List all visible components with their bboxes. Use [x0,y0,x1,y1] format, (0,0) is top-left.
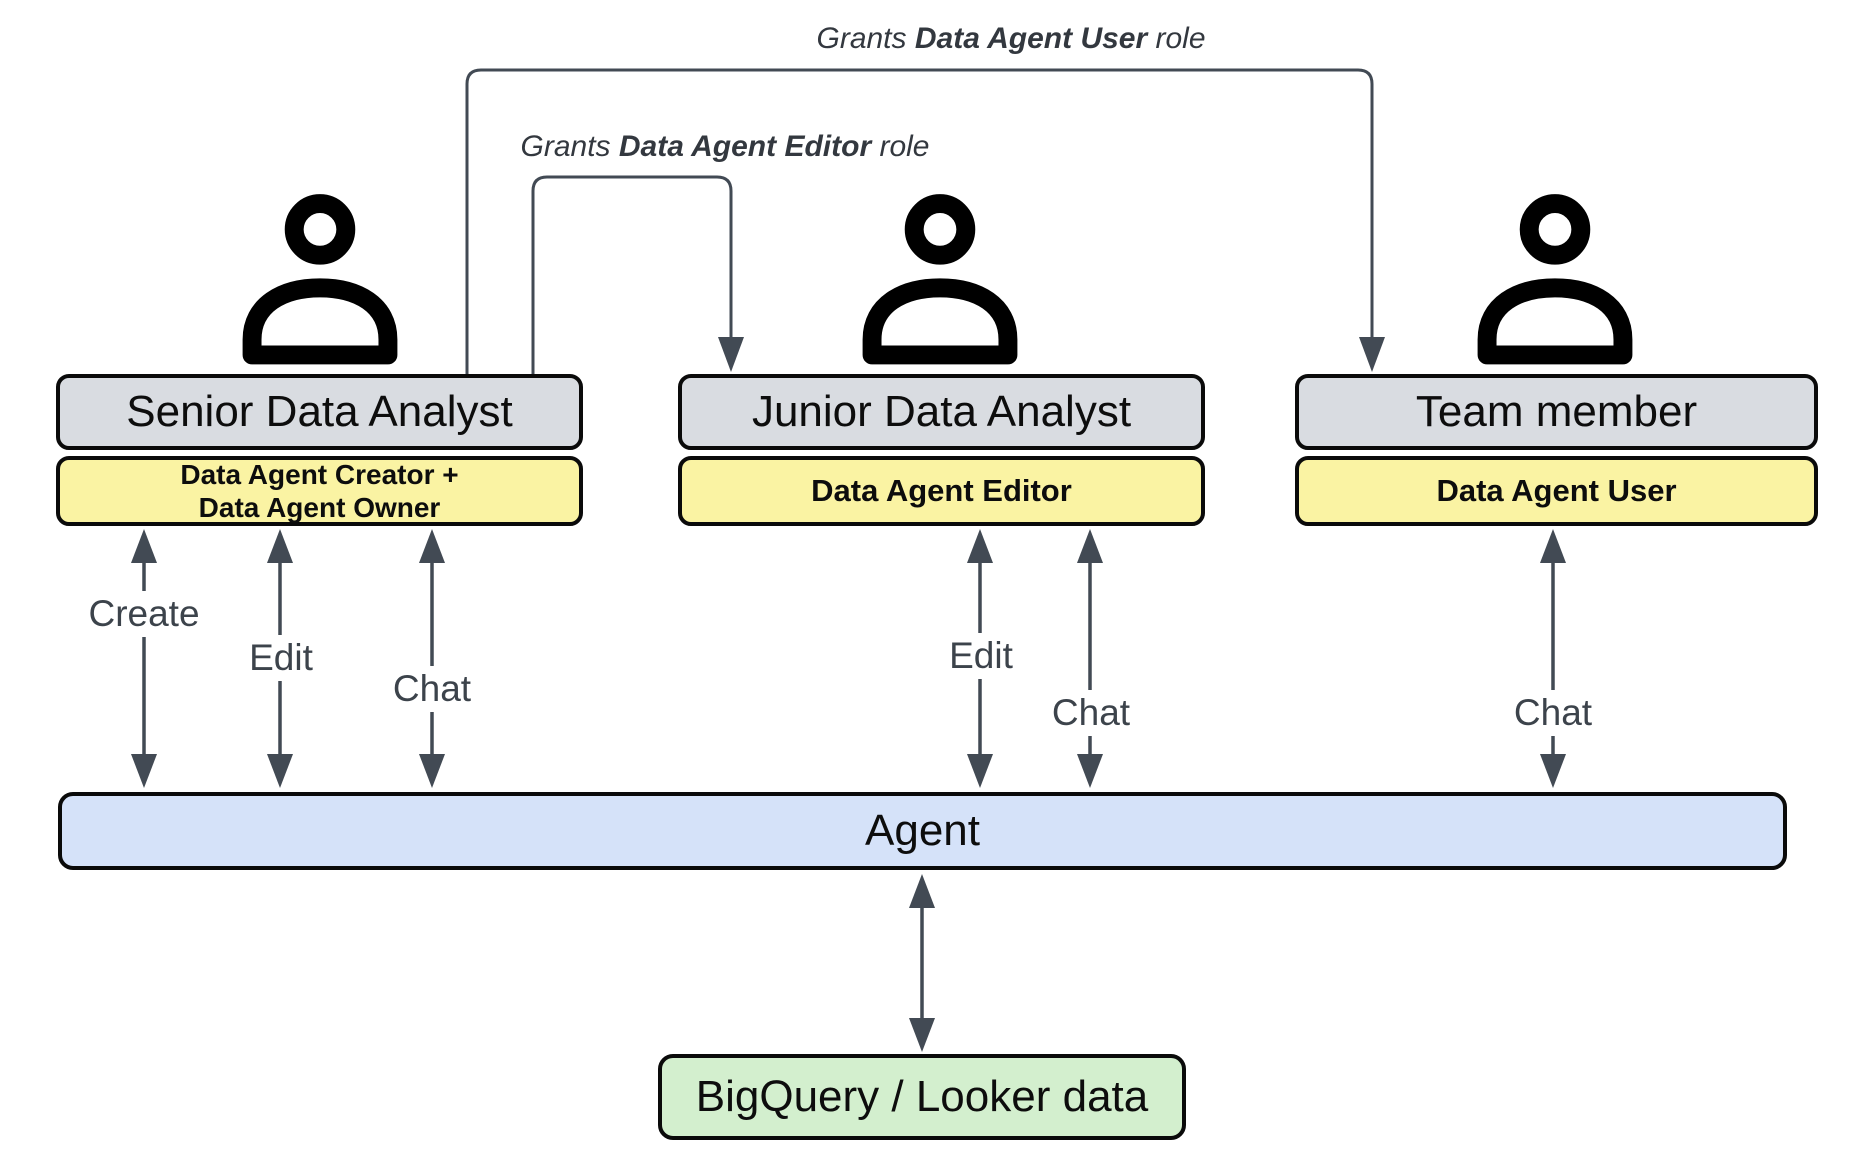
team-title-box: Team member [1295,374,1818,450]
junior-title: Junior Data Analyst [751,387,1132,436]
team-chat-arrow [1540,529,1566,788]
grant-editor-suffix: role [871,130,930,163]
grant-user-role: Data Agent User [914,22,1148,55]
person-icon-senior [242,194,398,365]
grant-editor-label: Grants Data Agent Editor role [521,130,930,164]
grant-user-arrow [465,68,1385,374]
person-icon-team [1477,194,1633,365]
agent-datastore-arrow [909,874,935,1052]
senior-edit-label: Edit [241,635,321,681]
junior-title-box: Junior Data Analyst [678,374,1205,450]
senior-title-box: Senior Data Analyst [56,374,583,450]
senior-chat-label: Chat [384,666,480,712]
junior-role: Data Agent Editor [811,473,1072,508]
grant-editor-prefix: Grants [520,130,619,163]
junior-chat-label: Chat [1043,690,1139,736]
grant-editor-role: Data Agent Editor [618,130,872,163]
create-label: Create [80,591,208,637]
agent-label: Agent [865,806,980,855]
team-role: Data Agent User [1436,473,1677,508]
team-chat-label: Chat [1505,690,1601,736]
senior-chat-arrow [419,529,445,788]
grant-user-suffix: role [1147,22,1206,55]
junior-chat-arrow [1077,529,1103,788]
junior-edit-label: Edit [941,633,1021,679]
datastore-box: BigQuery / Looker data [658,1054,1186,1140]
team-title: Team member [1415,387,1698,436]
grant-user-label: Grants Data Agent User role [816,22,1205,56]
junior-role-box: Data Agent Editor [678,456,1205,526]
senior-role-line1: Data Agent Creator + [180,459,459,490]
senior-role-box: Data Agent Creator + Data Agent Owner [56,456,583,526]
senior-role-line2: Data Agent Owner [198,492,441,523]
senior-title: Senior Data Analyst [126,387,513,436]
team-role-box: Data Agent User [1295,456,1818,526]
person-icon-junior [862,194,1018,365]
datastore-label: BigQuery / Looker data [695,1072,1149,1121]
grant-editor-arrow [531,175,744,374]
grant-user-prefix: Grants [816,22,915,55]
agent-bar: Agent [58,792,1787,870]
create-arrow [131,529,157,788]
